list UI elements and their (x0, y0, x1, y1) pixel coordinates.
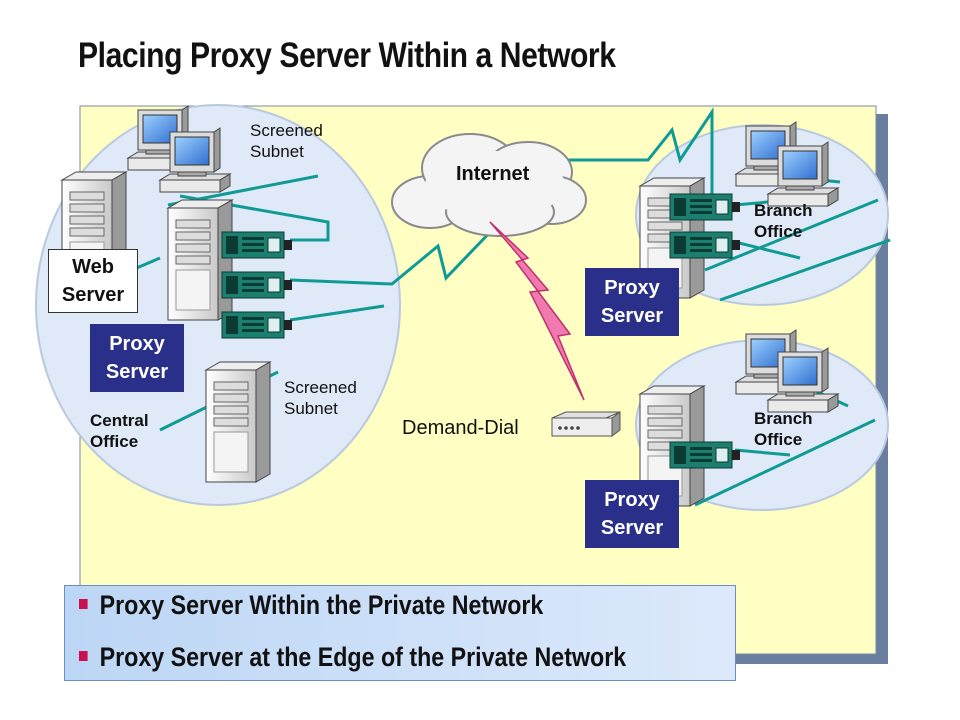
network-card-icon (669, 193, 741, 221)
network-card-icon (221, 231, 293, 259)
branch2-proxy-server-label: Proxy Server (585, 480, 679, 548)
label-line: Proxy (604, 277, 660, 299)
branch-office-1-label: Branch Office (754, 200, 813, 242)
label-line: Central (90, 411, 149, 430)
central-proxy-server-icon (167, 199, 233, 321)
branch-office-2-label: Branch Office (754, 408, 813, 450)
central-proxy-server-label: Proxy Server (90, 324, 184, 392)
page-title: Placing Proxy Server Within a Network (78, 36, 616, 75)
desktop-computer-icon (767, 141, 839, 207)
bullet-item: Proxy Server Within the Private Network (79, 590, 543, 621)
central-office-label: Central Office (90, 410, 149, 452)
label-line: Proxy (604, 489, 660, 511)
screened-subnet-top-label: Screened Subnet (250, 120, 323, 162)
bullet-text: Proxy Server Within the Private Network (99, 590, 544, 620)
demand-dial-label: Demand-Dial (402, 417, 519, 439)
cloud-icon (391, 133, 587, 237)
label-line: Server (61, 284, 125, 306)
network-card-icon (221, 271, 293, 299)
screened-subnet-bottom-label: Screened Subnet (284, 377, 357, 419)
label-line: Server (105, 361, 169, 383)
web-server-label: Web Server (48, 249, 138, 313)
label-line: Office (754, 430, 803, 449)
label-line: Proxy (109, 333, 165, 355)
label-line: Screened (250, 121, 323, 140)
label-line: Branch (754, 201, 813, 220)
screened-server-icon (205, 361, 271, 483)
label-line: Subnet (284, 399, 338, 418)
bullet-text: Proxy Server at the Edge of the Private … (99, 642, 627, 672)
network-card-icon (221, 311, 293, 339)
label-line: Screened (284, 378, 357, 397)
network-card-icon (669, 231, 741, 259)
modem-icon (551, 411, 621, 437)
lightning-icon (489, 221, 585, 401)
bullet-marker (79, 598, 88, 609)
label-line: Web (72, 256, 114, 278)
label-line: Server (600, 305, 664, 327)
label-line: Office (754, 222, 803, 241)
network-card-icon (669, 441, 741, 469)
bullet-marker (79, 650, 88, 661)
label-line: Server (600, 517, 664, 539)
label-line: Branch (754, 409, 813, 428)
internet-label: Internet (456, 163, 530, 185)
desktop-computer-icon (767, 347, 839, 413)
desktop-computer-icon (159, 127, 231, 193)
branch1-proxy-server-label: Proxy Server (585, 268, 679, 336)
label-line: Office (90, 432, 139, 451)
label-line: Subnet (250, 142, 304, 161)
bullet-list: Proxy Server Within the Private Network … (64, 585, 736, 681)
bullet-item: Proxy Server at the Edge of the Private … (79, 642, 626, 673)
